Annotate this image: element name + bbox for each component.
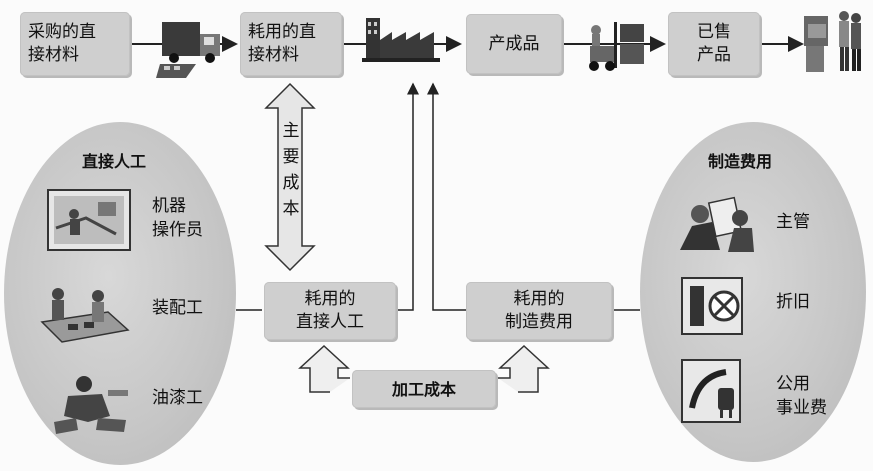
conversion-right-arrow xyxy=(498,344,550,393)
machine-operator-icon xyxy=(47,189,131,251)
sold-goods-box: 已售 产品 xyxy=(668,12,760,76)
conversion-left-arrow xyxy=(298,344,350,393)
forklift-icon xyxy=(589,22,644,71)
direct-labor-item-assembler: 装配工 xyxy=(152,298,203,318)
purchased-materials-box: 采购的直 接材料 xyxy=(20,12,130,76)
machine-icon xyxy=(681,277,743,335)
direct-labor-item-machine-operator: 机器 操作员 xyxy=(152,196,203,240)
supervisor-icon xyxy=(680,196,754,252)
overhead-ellipse xyxy=(640,122,866,462)
used-overhead-box: 耗用的 制造费用 xyxy=(466,282,612,340)
direct-labor-item-painter: 油漆工 xyxy=(152,388,203,408)
prime-cost-double-arrow xyxy=(264,82,316,272)
labor-to-materials-line xyxy=(396,82,419,311)
used-direct-labor-box: 耗用的 直接人工 xyxy=(264,282,396,340)
prime-cost-label: 主 要 成 本 xyxy=(282,121,300,219)
direct-labor-ellipse xyxy=(4,122,236,465)
painter-icon xyxy=(54,376,128,434)
overhead-item-supervisor: 主管 xyxy=(776,212,810,232)
assembler-icon xyxy=(40,288,130,343)
used-materials-box: 耗用的直 接材料 xyxy=(240,12,342,76)
conversion-cost-box: 加工成本 xyxy=(352,370,496,408)
plug-icon xyxy=(681,359,741,423)
shopping-icon xyxy=(804,11,861,72)
overhead-item-depreciation: 折旧 xyxy=(776,292,810,312)
overhead-to-materials-line xyxy=(427,82,466,311)
factory-icon xyxy=(362,18,440,62)
overhead-item-utilities: 公用 事业费 xyxy=(776,374,827,418)
truck-icon xyxy=(156,22,220,78)
direct-labor-title: 直接人工 xyxy=(82,152,147,171)
finished-goods-box: 产成品 xyxy=(466,14,562,74)
overhead-title: 制造费用 xyxy=(708,152,773,171)
